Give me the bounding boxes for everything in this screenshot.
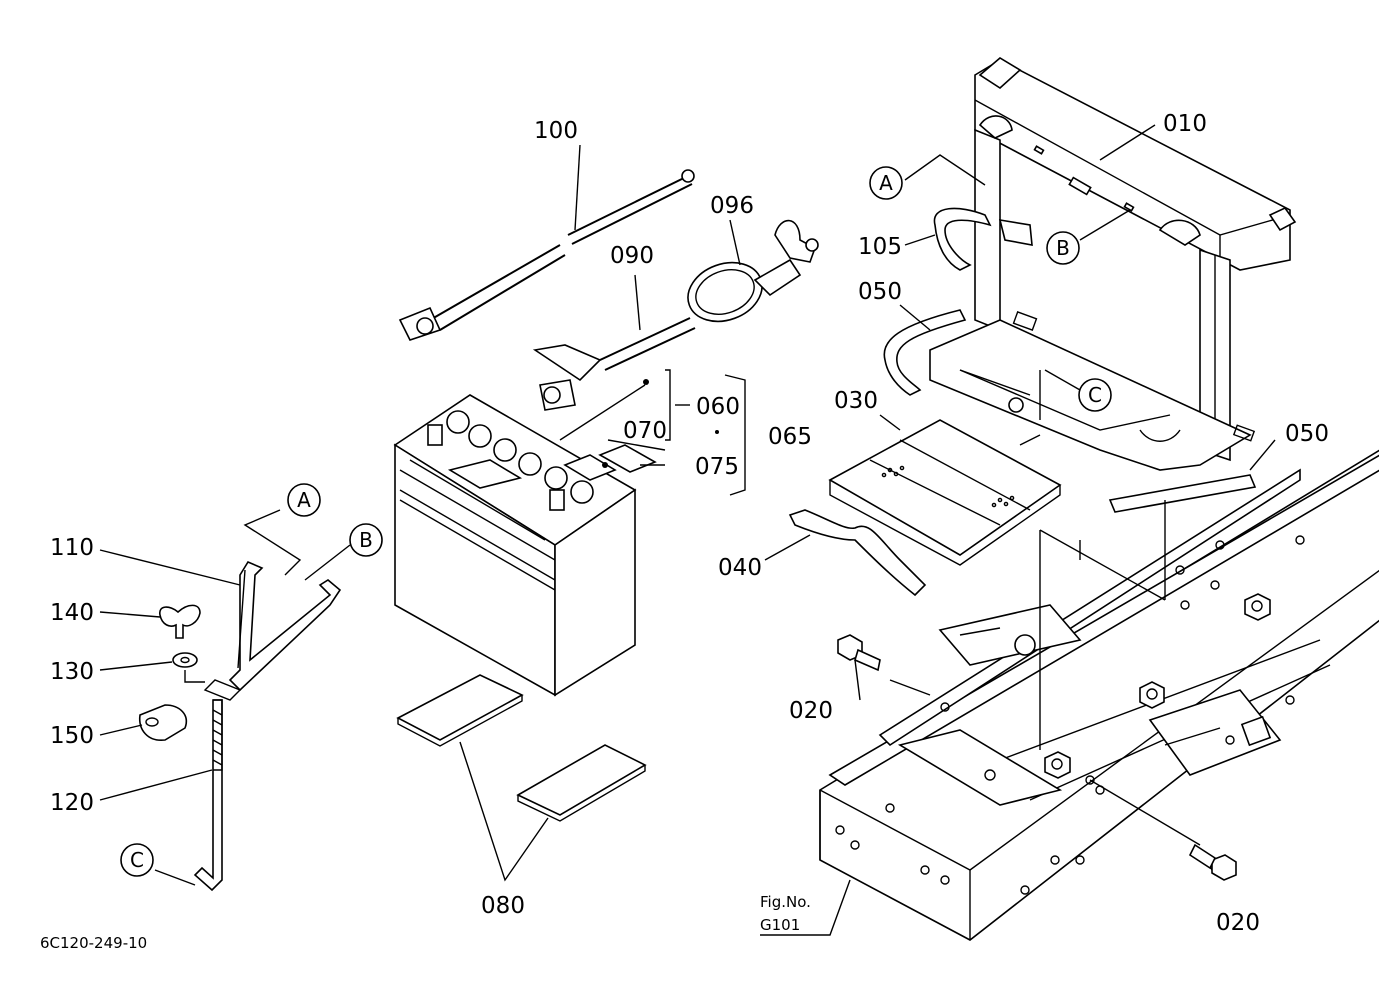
label-080: 080 — [481, 893, 525, 919]
ref-b-left-connector — [304, 544, 351, 581]
label-096: 096 — [710, 193, 754, 219]
washer-130 — [172, 652, 205, 683]
holder-mesh — [1012, 311, 1256, 442]
tray-mesh — [881, 465, 1015, 508]
rod-120 — [193, 699, 223, 892]
ref-a-right-text: A — [879, 171, 893, 195]
label-150: 150 — [50, 723, 94, 749]
ref-circle-a-left: A — [287, 483, 321, 517]
fig-no-label: Fig.No. — [760, 893, 811, 911]
label-090: 090 — [610, 243, 654, 269]
tray-030 — [828, 419, 1062, 566]
clamp-band-105 — [933, 207, 992, 271]
ref-a-left-connector — [243, 509, 302, 576]
ref-circle-b-right: B — [1046, 231, 1080, 265]
label-040: 040 — [718, 555, 762, 581]
ref-circle-c-right: C — [1078, 378, 1112, 412]
label-010: 010 — [1163, 111, 1207, 137]
leader-lines-left — [99, 549, 241, 801]
battery-holder-010 — [929, 57, 1297, 471]
ref-circle-c-left: C — [120, 843, 154, 877]
label-110: 110 — [50, 535, 94, 561]
battery-caps — [446, 410, 594, 504]
frame-holes — [835, 535, 1305, 895]
battery — [393, 394, 637, 697]
ref-b-left-text: B — [359, 528, 373, 552]
frame-assembly — [819, 449, 1379, 941]
ref-c-left-text: C — [130, 848, 144, 872]
band-096 — [687, 219, 819, 323]
spacer-150 — [139, 704, 187, 741]
fig-no-value: G101 — [760, 916, 800, 934]
drawing-code: 6C120-249-10 — [40, 934, 147, 952]
label-050-left: 050 — [858, 279, 902, 305]
ref-c-left-connector — [154, 869, 196, 886]
cable-090 — [532, 274, 696, 411]
label-140: 140 — [50, 600, 94, 626]
label-065: 065 — [768, 424, 812, 450]
seal-050-left — [883, 309, 967, 396]
label-075: 075 — [695, 454, 739, 480]
bolt-020-right — [1188, 843, 1237, 881]
seal-050-right — [1108, 474, 1257, 513]
bracket-060-065 — [559, 369, 746, 496]
leader-080 — [459, 741, 549, 882]
bracket-040 — [788, 509, 927, 597]
ref-b-right-connector — [1079, 209, 1131, 241]
label-020-right: 020 — [1216, 910, 1260, 936]
ref-b-right-text: B — [1056, 236, 1070, 260]
bolt-020-left — [837, 634, 881, 672]
ref-c-right-text: C — [1088, 383, 1102, 407]
label-130: 130 — [50, 659, 94, 685]
wingnut-140 — [159, 604, 201, 639]
ref-a-right-connector — [904, 154, 986, 186]
label-050-right: 050 — [1285, 421, 1329, 447]
rod-110 — [203, 560, 342, 701]
label-100: 100 — [534, 118, 578, 144]
label-105: 105 — [858, 234, 902, 260]
label-070: 070 — [623, 418, 667, 444]
cable-100 — [398, 144, 695, 341]
label-030: 030 — [834, 388, 878, 414]
label-120: 120 — [50, 790, 94, 816]
fig-ref-leader — [760, 879, 851, 936]
ref-c-right-connector — [1044, 369, 1081, 391]
ref-circle-b-left: B — [349, 523, 383, 557]
label-060: 060 — [696, 394, 740, 420]
ref-circle-a-right: A — [869, 166, 903, 200]
pads-080 — [396, 674, 647, 822]
ref-a-left-text: A — [297, 488, 311, 512]
leader-lines-right — [764, 124, 1276, 876]
label-020-left: 020 — [789, 698, 833, 724]
